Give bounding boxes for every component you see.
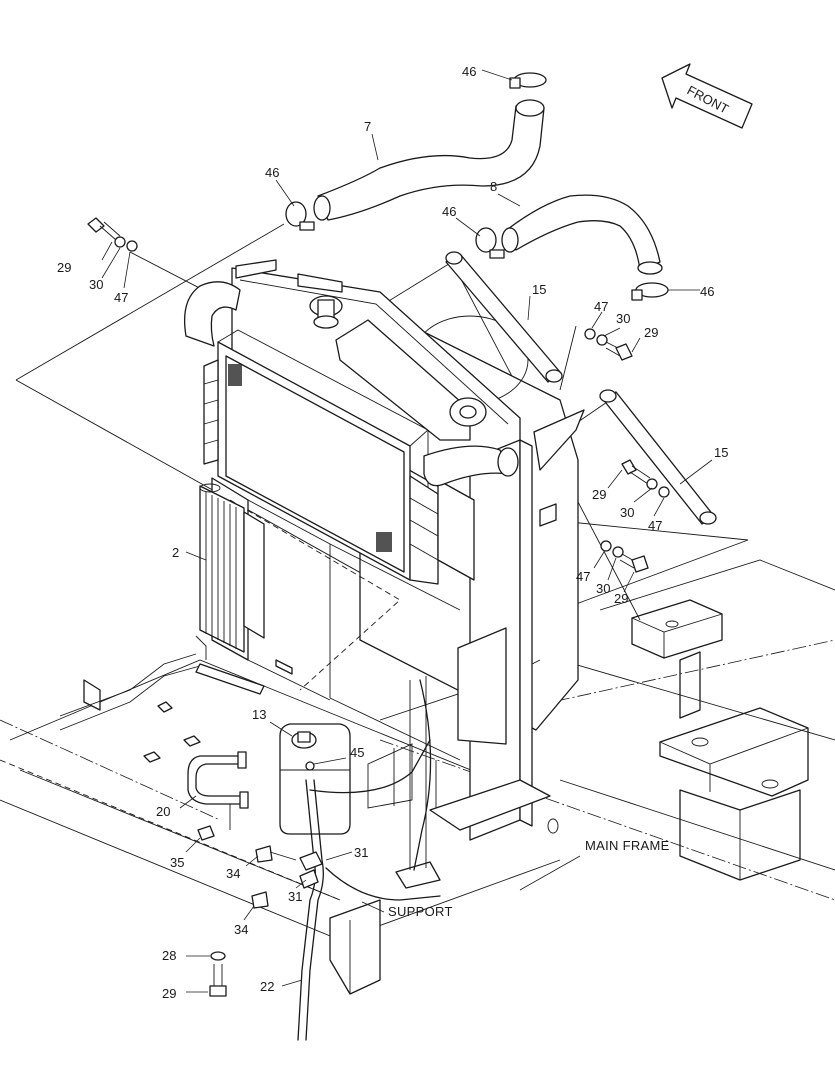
callout-47: 47 bbox=[576, 569, 590, 584]
callout-8: 8 bbox=[490, 179, 497, 194]
callout-20: 20 bbox=[156, 804, 170, 819]
oil-cooler-pipes bbox=[187, 751, 249, 830]
callout-47: 47 bbox=[648, 518, 662, 533]
callout-46: 46 bbox=[462, 64, 476, 79]
radiator-right-frame bbox=[395, 439, 551, 889]
callout-15: 15 bbox=[714, 445, 728, 460]
callout-46: 46 bbox=[265, 165, 279, 180]
callout-34: 34 bbox=[226, 866, 240, 881]
callout-2: 2 bbox=[172, 545, 179, 560]
lower-hose-8 bbox=[501, 194, 663, 275]
callout-15: 15 bbox=[532, 282, 546, 297]
callout-47: 47 bbox=[114, 290, 128, 305]
callout-35: 35 bbox=[170, 855, 184, 870]
callout-numbers: 46 7 46 46 8 46 29 30 47 15 47 30 29 15 … bbox=[57, 64, 728, 1001]
left-frame bbox=[0, 653, 521, 901]
intercooler bbox=[203, 329, 439, 585]
callout-29: 29 bbox=[592, 487, 606, 502]
callout-34: 34 bbox=[234, 922, 248, 937]
callout-30: 30 bbox=[596, 581, 610, 596]
front-arrow-icon: FRONT bbox=[661, 63, 753, 129]
hose-clamps bbox=[285, 72, 669, 301]
overflow-hose bbox=[297, 679, 441, 1041]
callout-28: 28 bbox=[162, 948, 176, 963]
main-frame-label: MAIN FRAME bbox=[585, 838, 670, 853]
callout-7: 7 bbox=[364, 119, 371, 134]
callout-29: 29 bbox=[162, 986, 176, 1001]
stay-rods bbox=[445, 251, 717, 525]
callout-13: 13 bbox=[252, 707, 266, 722]
hose-bracket bbox=[367, 743, 413, 809]
main-frame bbox=[379, 559, 835, 901]
callout-47: 47 bbox=[594, 299, 608, 314]
callout-29: 29 bbox=[57, 260, 71, 275]
support-frame bbox=[0, 759, 561, 995]
callout-46: 46 bbox=[442, 204, 456, 219]
frame-labels: MAIN FRAME SUPPORT bbox=[388, 838, 670, 919]
callout-30: 30 bbox=[616, 311, 630, 326]
intercooler-pipes bbox=[183, 281, 519, 487]
callout-31: 31 bbox=[354, 845, 368, 860]
callout-30: 30 bbox=[620, 505, 634, 520]
callout-30: 30 bbox=[89, 277, 103, 292]
reserve-tank bbox=[279, 723, 351, 835]
callout-46: 46 bbox=[700, 284, 714, 299]
support-label: SUPPORT bbox=[388, 904, 453, 919]
fasteners bbox=[87, 217, 670, 997]
callout-31: 31 bbox=[288, 889, 302, 904]
leader-lines bbox=[101, 69, 713, 993]
callout-22: 22 bbox=[260, 979, 274, 994]
callout-29: 29 bbox=[644, 325, 658, 340]
callout-29: 29 bbox=[614, 591, 628, 606]
upper-hose-7 bbox=[313, 99, 545, 221]
oil-cooler bbox=[195, 483, 265, 660]
brackets bbox=[533, 409, 585, 527]
callout-45: 45 bbox=[350, 745, 364, 760]
